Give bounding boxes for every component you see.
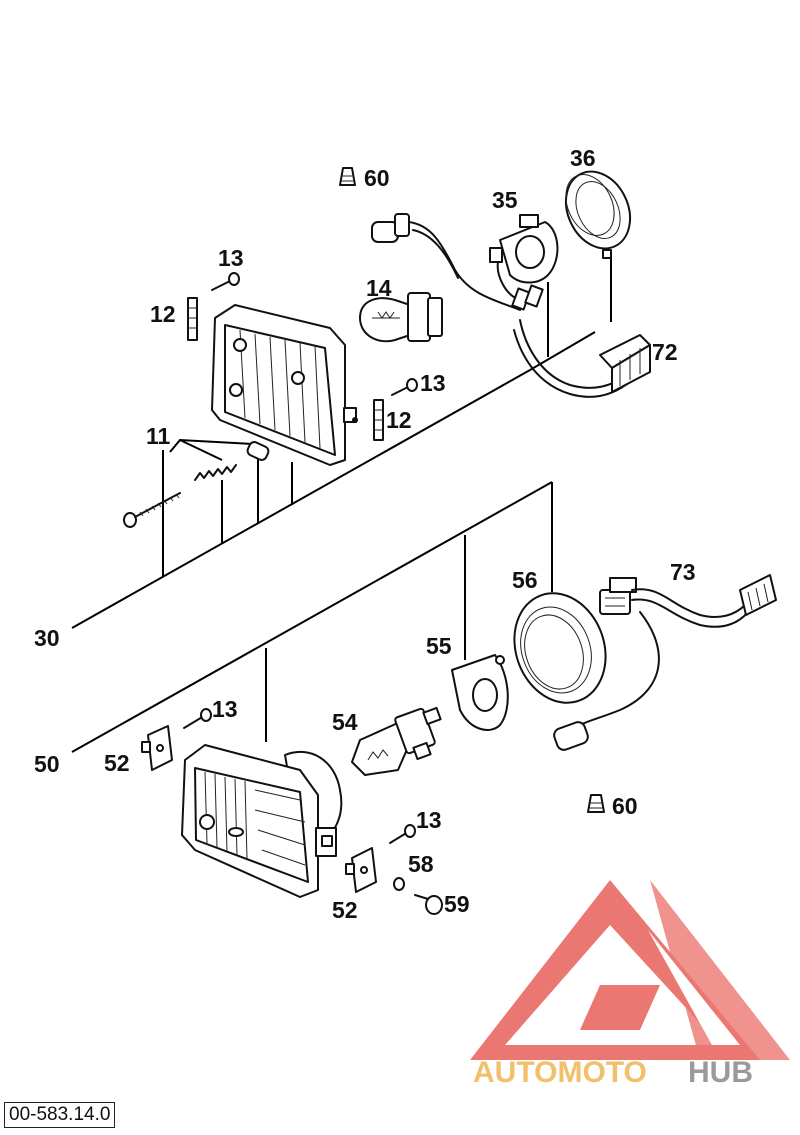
washer-58: [393, 877, 405, 891]
connector-73: [553, 574, 777, 751]
callout-59: 59: [444, 891, 470, 917]
connector-72: [599, 334, 651, 393]
watermark-text-hub: HUB: [688, 1056, 753, 1089]
callout-50: 50: [34, 751, 60, 777]
bracket-52-left: [141, 725, 173, 771]
reflector-ring-56: [513, 592, 607, 704]
callout-58: 58: [408, 851, 434, 877]
callout-52-bottom: 52: [332, 897, 358, 923]
dust-cap-36: [564, 170, 632, 259]
screw-13-bottom: [389, 824, 416, 844]
bracket-52-bottom: [345, 847, 377, 893]
drawing-number: 00-583.14.0: [4, 1102, 116, 1128]
callout-13-bottom: 13: [416, 807, 442, 833]
callout-36: 36: [570, 145, 596, 171]
callout-14: 14: [366, 275, 392, 301]
headlamp-housing-top: [211, 304, 358, 466]
retaining-ring-55: [451, 654, 509, 731]
clip-12-right: [373, 399, 384, 441]
callout-73: 73: [670, 559, 696, 585]
spring-11: [194, 464, 237, 481]
retaining-ring-35: [489, 214, 559, 311]
leader-line-30: [71, 369, 531, 629]
callout-60-top: 60: [364, 165, 390, 191]
callout-13-low: 13: [212, 696, 238, 722]
callout-52-left: 52: [104, 750, 130, 776]
screw-13-mid: [391, 378, 418, 396]
callout-35: 35: [492, 187, 518, 213]
watermark-text-auto: AUTOMOTO: [473, 1056, 647, 1089]
callout-11: 11: [146, 423, 171, 449]
bolt-59: [414, 894, 443, 915]
nut-11: [246, 441, 270, 461]
callout-12-left: 12: [150, 301, 176, 327]
screw-13-low: [183, 708, 212, 729]
rubber-plug-60-bottom: [587, 794, 605, 813]
headlamp-bottom: [181, 744, 343, 898]
callout-55: 55: [426, 633, 452, 659]
leader-11-fan-b: [179, 439, 223, 461]
callout-13-top: 13: [218, 245, 244, 271]
clip-12-left: [187, 297, 198, 341]
bulb-54: [351, 706, 442, 776]
callout-60-bottom: 60: [612, 793, 638, 819]
callout-30: 30: [34, 625, 60, 651]
rubber-plug-60-top: [339, 167, 356, 186]
callout-56: 56: [512, 567, 538, 593]
callout-72: 72: [652, 339, 678, 365]
callout-13-mid: 13: [420, 370, 446, 396]
callout-54: 54: [332, 709, 358, 735]
watermark-logo: [470, 880, 790, 1060]
leader-line-50: [71, 481, 553, 753]
bulb-14: [359, 292, 443, 343]
callout-12-right: 12: [386, 407, 412, 433]
adjuster-bolt-11: [123, 492, 181, 528]
screw-13-top: [211, 272, 240, 291]
